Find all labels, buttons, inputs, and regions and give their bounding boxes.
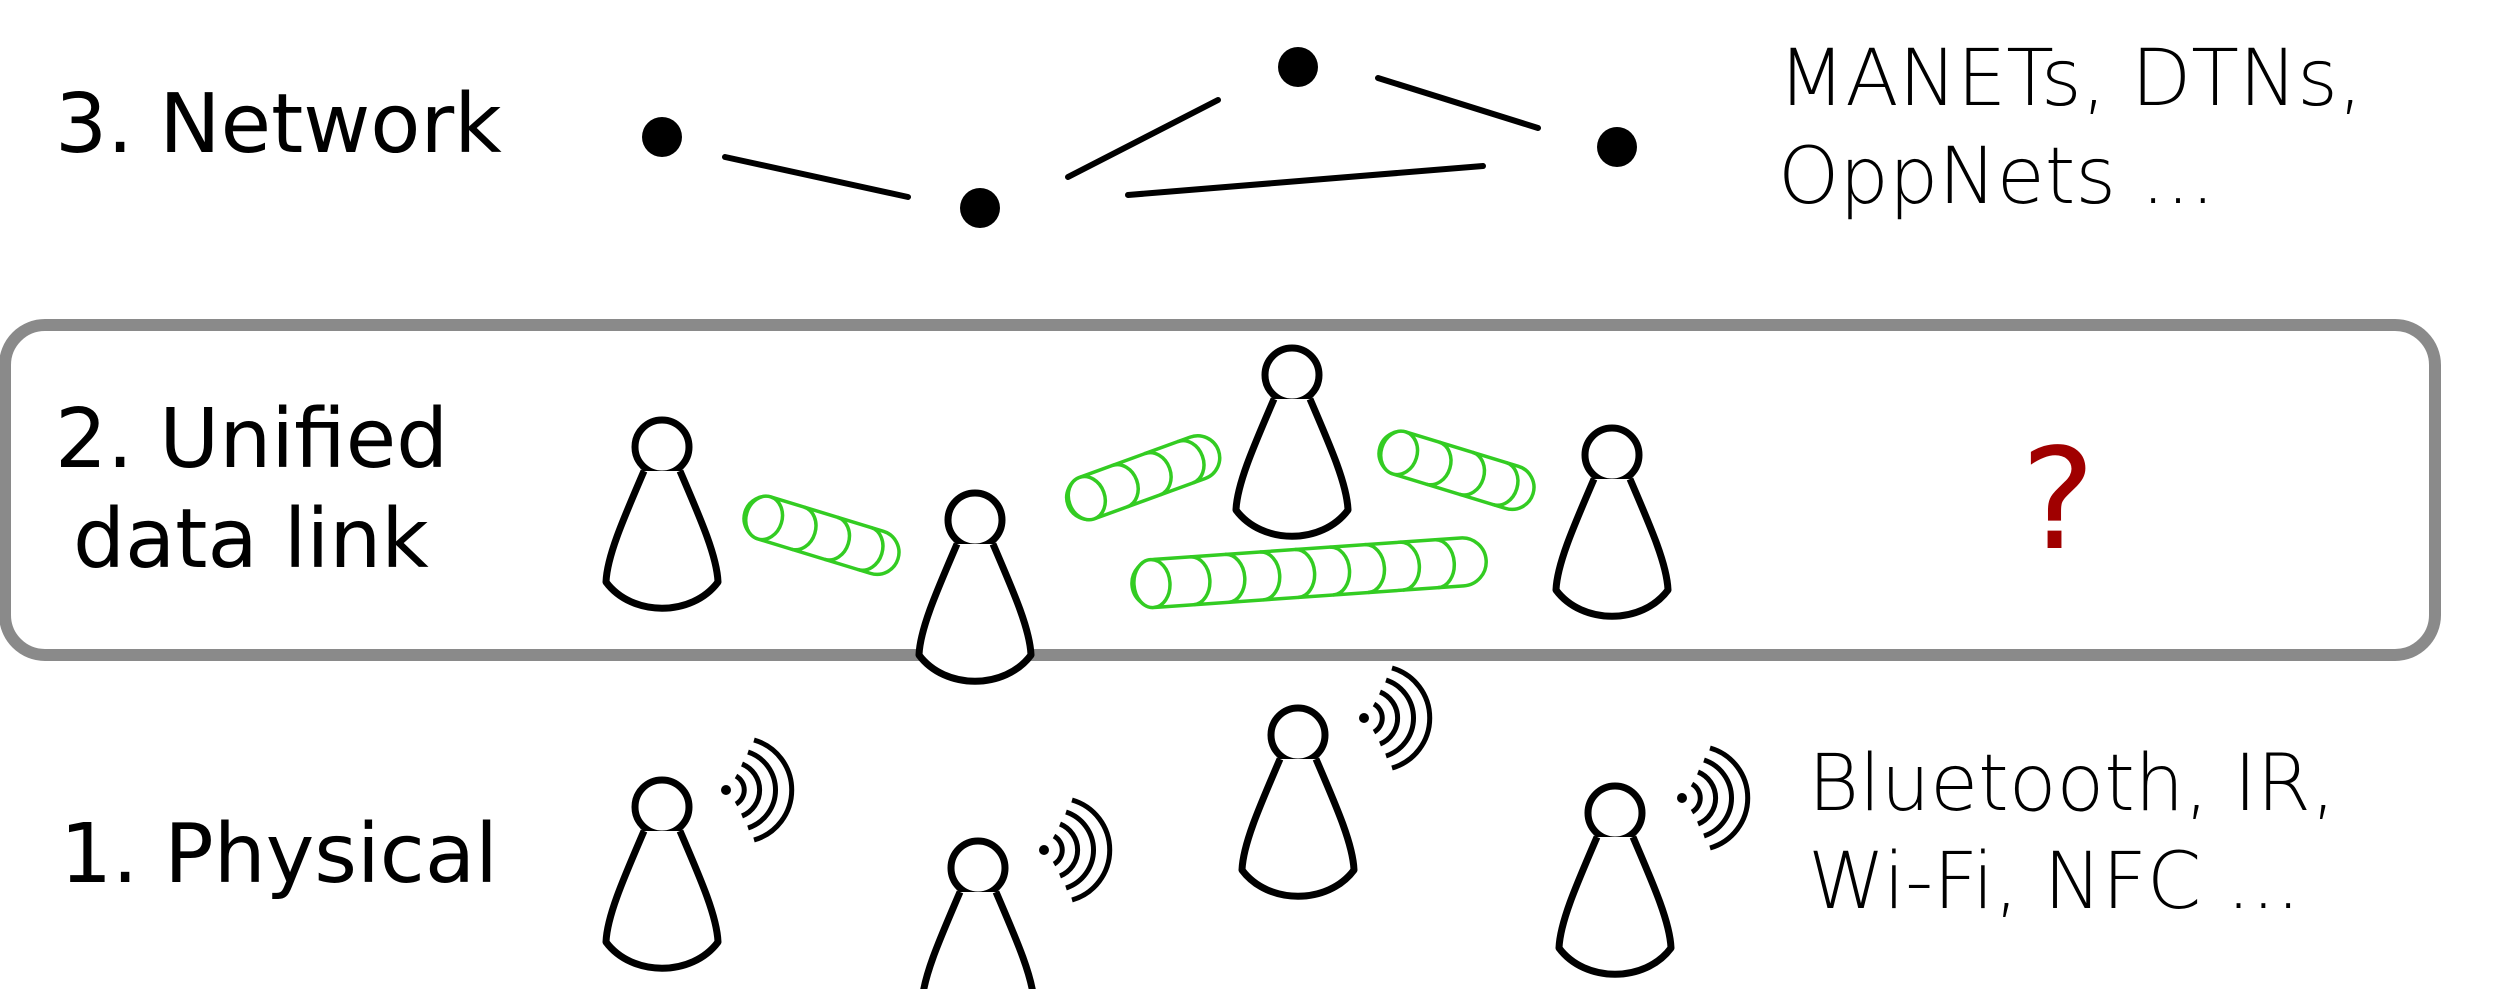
datalink-layer-label: 2. Unified data link [55,390,448,590]
network-examples-line-1: MANETs, DTNs, [1778,34,2363,124]
wireless-signal-icon [1677,748,1748,848]
person-icon [919,493,1031,681]
wireless-signal-icon [1359,668,1430,768]
physical-examples: Bluetooth, IR, Wi-Fi, NFC ... [1808,735,2336,931]
link-tube [742,494,901,577]
network-node-dot [1278,47,1318,87]
network-node-dot [960,188,1000,228]
network-examples-line-2: OppNets ... [1778,132,2216,222]
network-edge [1065,97,1221,180]
network-graph [642,47,1637,228]
network-node-dot [1597,127,1637,167]
datalink-label-line-1: 2. Unified [55,392,449,487]
person-icon [1236,348,1348,536]
network-examples: MANETs, DTNs, OppNets ... [1778,30,2363,226]
network-edge [722,154,911,200]
datalink-label-line-2: data link [73,492,429,587]
wireless-signal-icon [1039,800,1110,900]
link-tube [1130,536,1488,610]
person-icon [606,780,718,968]
person-icon [606,420,718,608]
physical-examples-line-1: Bluetooth, IR, [1808,739,2336,829]
physical-examples-line-2: Wi-Fi, NFC ... [1808,837,2301,927]
person-icon [1556,428,1668,616]
network-node-dot [642,117,682,157]
person-icon [1559,786,1671,974]
network-edge [1375,75,1541,131]
network-edge [1125,163,1486,198]
physical-layer-label: 1. Physical [60,807,498,902]
network-layer-label: 3. Network [55,77,502,172]
link-tubes [742,429,1536,610]
wireless-signal-icon [721,740,792,840]
link-tube [1377,429,1536,512]
person-icon [922,841,1034,989]
unknown-datalink-question-mark: ? [2021,419,2095,582]
datalink-layer-box [0,319,2441,661]
person-icon [1242,708,1354,896]
link-tube [1064,434,1222,522]
